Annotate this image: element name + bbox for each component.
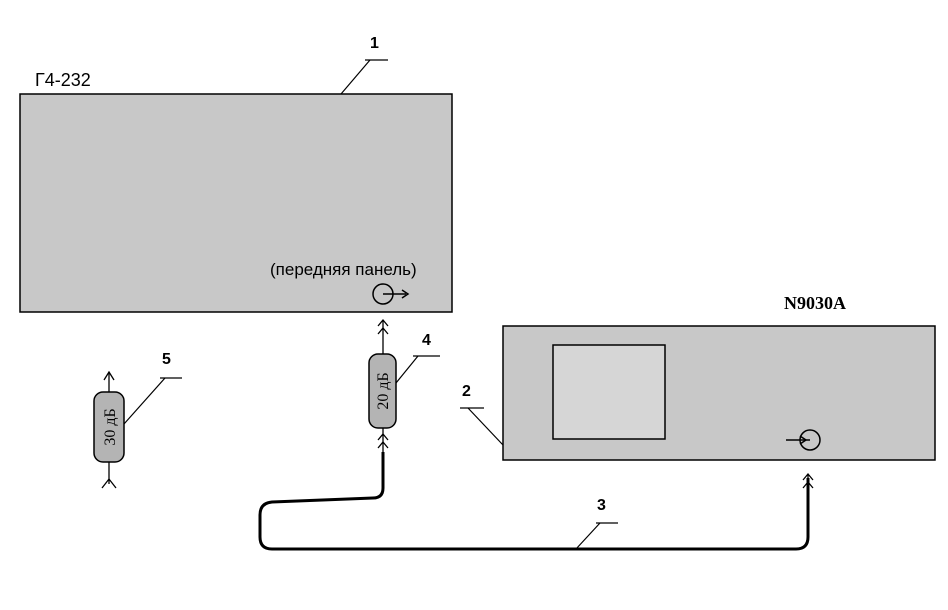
generator-output-connector-icon — [372, 283, 410, 305]
analyzer-input-plug — [802, 472, 814, 490]
analyzer-name: N9030A — [784, 293, 846, 313]
callout-2: 2 — [460, 383, 504, 446]
analyzer-device: N9030A 2 — [460, 293, 936, 490]
cable: 3 — [258, 452, 810, 551]
generator-to-attenuator-link — [377, 318, 389, 354]
callout-3-number: 3 — [597, 497, 606, 514]
attenuator-30db: 30 дБ 5 — [93, 351, 182, 489]
analyzer-input-connector-icon — [786, 429, 821, 451]
attenuator-20db-label: 20 дБ — [375, 372, 392, 409]
front-panel-note: (передняя панель) — [270, 260, 417, 279]
callout-1-number: 1 — [370, 35, 379, 52]
callout-5-number: 5 — [162, 351, 171, 368]
callout-2-number: 2 — [462, 383, 471, 400]
callout-4: 4 — [395, 332, 440, 384]
callout-1: 1 — [340, 35, 388, 95]
generator-device: Г4-232 (передняя панель) 1 — [19, 35, 453, 313]
generator-name: Г4-232 — [35, 70, 91, 90]
callout-3: 3 — [575, 497, 618, 550]
generator-body — [19, 93, 453, 313]
callout-4-number: 4 — [422, 332, 431, 349]
attenuator-30db-label: 30 дБ — [102, 408, 119, 445]
callout-5: 5 — [123, 351, 182, 425]
attenuator-20db: 20 дБ 4 — [368, 332, 440, 452]
analyzer-screen — [552, 344, 666, 440]
cable-path — [258, 452, 810, 551]
